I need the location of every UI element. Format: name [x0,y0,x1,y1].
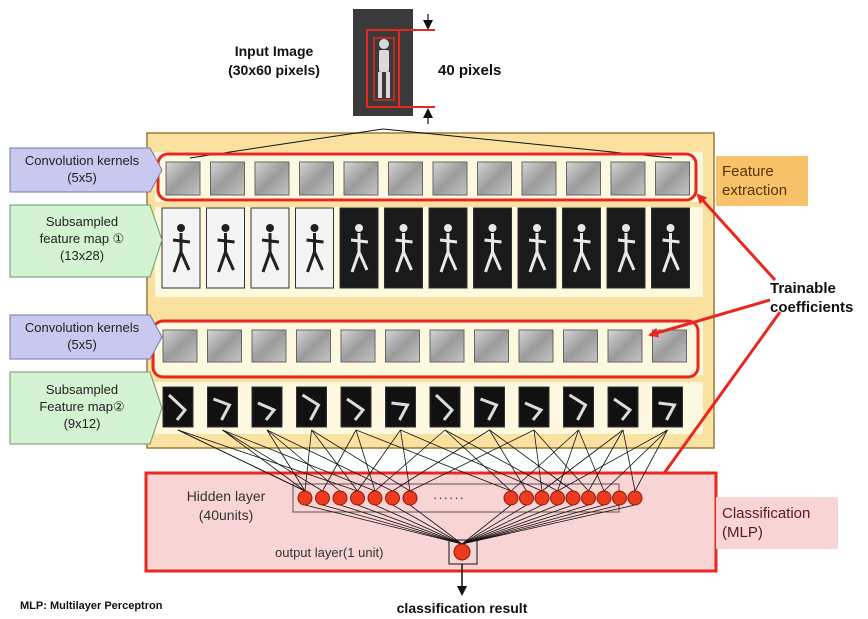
conv1-kernel [522,162,556,195]
conv1-kernel [611,162,645,195]
conv2-kernel [252,330,286,362]
trainable-line1: Trainable [770,279,853,298]
hidden-neuron [368,491,382,505]
fmap-figure-head [489,224,497,232]
hidden-neuron [403,491,417,505]
conv2-kernel [386,330,420,362]
feature-map-2-cell [163,387,193,427]
hidden-neuron [613,491,627,505]
conv2-kernel [608,330,642,362]
conv1-size: (5x5) [12,169,152,186]
conv1-kernel [211,162,245,195]
feature-line1: Feature [722,162,787,181]
hidden-neuron [351,491,365,505]
sub1-title: Subsampled [12,213,152,230]
fmap-figure-head [311,224,319,232]
fmap-figure-head [622,224,630,232]
conv1-label: Convolution kernels (5x5) [12,152,152,186]
conv1-kernel [389,162,423,195]
conv2-title: Convolution kernels [12,319,152,336]
fmap-figure-head [355,224,363,232]
conv2-kernel [163,330,197,362]
fmap-figure-head [266,224,274,232]
footnote: MLP: Multilayer Perceptron [20,600,162,612]
output-layer-label: output layer(1 unit) [275,545,383,560]
fmap-figure-head [222,224,230,232]
output-neuron [454,544,470,560]
conv1-kernel [344,162,378,195]
fmap-figure-head [578,224,586,232]
feature-map-2-cell [297,387,327,427]
conv1-kernel [567,162,601,195]
conv1-kernel [300,162,334,195]
input-title: Input Image [214,43,334,59]
conv2-kernel [341,330,375,362]
conv1-kernel [478,162,512,195]
sub1-title2: feature map ① [12,230,152,247]
hidden-layer-units: (40units) [166,507,286,523]
hidden-neuron [582,491,596,505]
fmap-figure-head [444,224,452,232]
height-label: 40 pixels [438,62,501,79]
fmap-figure-head [667,224,675,232]
fmap-figure-head [533,224,541,232]
sub2-size: (9x12) [12,415,152,432]
hidden-neuron [504,491,518,505]
hidden-neuron [298,491,312,505]
conv2-size: (5x5) [12,336,152,353]
hidden-neuron [316,491,330,505]
conv2-kernel [208,330,242,362]
hidden-layer-dots: ······ [433,490,465,505]
hidden-neuron [520,491,534,505]
hidden-layer-title: Hidden layer [166,488,286,504]
conv2-kernel [564,330,598,362]
hidden-neuron [535,491,549,505]
sub1-size: (13x28) [12,247,152,264]
sub2-title: Subsampled [12,381,152,398]
feature-map-2-cell [430,387,460,427]
conv2-kernel [519,330,553,362]
fmap-figure-head [177,224,185,232]
conv2-kernel [430,330,464,362]
feature-map-2-cell [475,387,505,427]
feature-line2: extraction [722,181,787,200]
feature-extraction-label: Feature extraction [722,162,787,200]
hidden-neuron [333,491,347,505]
hidden-neuron [566,491,580,505]
classification-line2: (MLP) [722,523,810,542]
conv2-kernel [475,330,509,362]
feature-map-2-cell [564,387,594,427]
trainable-line2: coefficients [770,298,853,317]
feature-map-2-cell [653,387,683,427]
input-size: (30x60 pixels) [209,62,339,78]
hidden-neuron [597,491,611,505]
conv1-title: Convolution kernels [12,152,152,169]
classification-line1: Classification [722,504,810,523]
classification-result: classification result [362,600,562,616]
trainable-label: Trainable coefficients [770,279,853,317]
fmap-figure-head [400,224,408,232]
conv2-kernel [653,330,687,362]
conv1-kernel [255,162,289,195]
sub2-label: Subsampled Feature map② (9x12) [12,381,152,432]
sub2-title2: Feature map② [12,398,152,415]
sub1-label: Subsampled feature map ① (13x28) [12,213,152,264]
conv1-kernel [656,162,690,195]
conv2-kernel [297,330,331,362]
classification-label: Classification (MLP) [722,504,810,542]
conv2-label: Convolution kernels (5x5) [12,319,152,353]
conv1-kernel [166,162,200,195]
hidden-neuron [386,491,400,505]
hidden-neuron [628,491,642,505]
conv1-kernel [433,162,467,195]
feature-map-2-cell [386,387,416,427]
feature-map-2-cell [208,387,238,427]
hidden-neuron [551,491,565,505]
